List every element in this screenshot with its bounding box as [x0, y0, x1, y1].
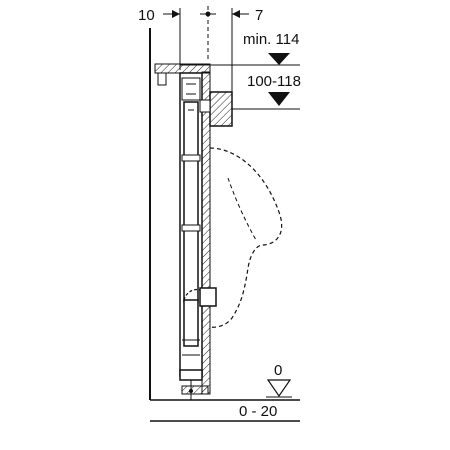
drain-pipe [183, 299, 199, 347]
frame-foot [179, 369, 203, 381]
floor-level-triangle [266, 379, 292, 398]
flush-pipe-clamp-1 [181, 154, 201, 162]
floor-level-label: 0 [274, 362, 283, 379]
height-range-triangle [268, 92, 290, 106]
dim-right-arrowhead [232, 10, 240, 18]
drain-connector [199, 287, 217, 307]
frame-foot-bolt [189, 389, 193, 393]
frame-top-block [181, 77, 201, 101]
center-axis-dot [205, 11, 211, 17]
urinal-outline [209, 147, 283, 328]
flush-pipe-clamp-2 [181, 224, 201, 232]
height-range-label: 100-118 [247, 73, 301, 90]
floor-panel-base [181, 385, 209, 395]
dim-left-offset-label: 10 [138, 7, 155, 24]
min-height-triangle [268, 53, 290, 65]
urinal-inner [227, 177, 257, 241]
water-connection [209, 91, 233, 127]
flush-pipe [183, 101, 199, 303]
dim-left-arrowhead [172, 10, 180, 18]
water-connection-neck [199, 99, 211, 113]
frame-top-cap-inner [157, 72, 167, 86]
drain-elbow [183, 288, 201, 301]
min-height-label: min. 114 [243, 31, 300, 48]
front-panel [201, 71, 211, 395]
floor-range-label: 0 - 20 [239, 403, 278, 420]
dim-right-offset-label: 7 [255, 7, 264, 24]
